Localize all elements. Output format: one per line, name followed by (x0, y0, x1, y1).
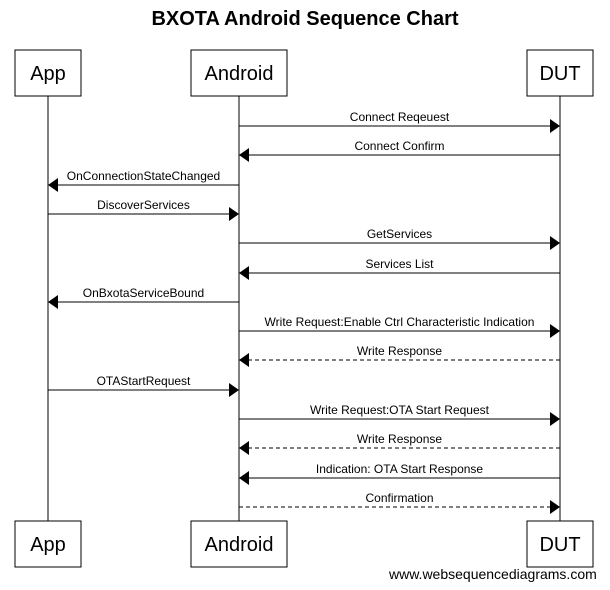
arrowhead-14 (550, 500, 560, 514)
message-label-8: Write Request:Enable Ctrl Characteristic… (265, 315, 535, 329)
participant-label-android-top: Android (205, 63, 274, 85)
arrowhead-11 (550, 412, 560, 426)
participant-label-app-bottom: App (30, 534, 66, 556)
message-label-7: OnBxotaServiceBound (83, 286, 204, 300)
arrowhead-2 (239, 148, 249, 162)
message-label-6: Services List (365, 257, 434, 271)
arrowhead-4 (229, 207, 239, 221)
message-label-2: Connect Confirm (354, 139, 444, 153)
participant-label-dut-bottom: DUT (539, 534, 580, 556)
participant-box-android-top (190, 49, 288, 97)
participant-box-app-bottom (14, 520, 82, 568)
arrowhead-10 (229, 383, 239, 397)
participant-box-app-top (14, 49, 82, 97)
arrowhead-8 (550, 324, 560, 338)
message-label-11: Write Request:OTA Start Request (310, 403, 490, 417)
message-label-14: Confirmation (365, 491, 433, 505)
arrowhead-5 (550, 236, 560, 250)
arrowhead-7 (48, 295, 58, 309)
message-label-13: Indication: OTA Start Response (316, 462, 484, 476)
message-label-9: Write Response (357, 344, 442, 358)
participant-label-android-bottom: Android (205, 534, 274, 556)
arrowhead-13 (239, 471, 249, 485)
participant-box-dut-bottom (526, 520, 594, 568)
message-label-1: Connect Reqeuest (350, 110, 450, 124)
message-label-5: GetServices (367, 227, 432, 241)
message-label-12: Write Response (357, 432, 442, 446)
watermark-text: www.websequencediagrams.com (389, 566, 597, 582)
participant-box-dut-top (526, 49, 594, 97)
message-label-4: DiscoverServices (97, 198, 190, 212)
arrowhead-9 (239, 353, 249, 367)
arrowhead-12 (239, 441, 249, 455)
arrowhead-6 (239, 266, 249, 280)
arrowhead-3 (48, 178, 58, 192)
chart-title: BXOTA Android Sequence Chart (151, 8, 459, 30)
participant-box-android-bottom (190, 520, 288, 568)
message-label-3: OnConnectionStateChanged (67, 169, 220, 183)
arrowhead-1 (550, 119, 560, 133)
participant-label-app-top: App (30, 63, 66, 85)
message-label-10: OTAStartRequest (97, 374, 191, 388)
participant-label-dut-top: DUT (539, 63, 580, 85)
